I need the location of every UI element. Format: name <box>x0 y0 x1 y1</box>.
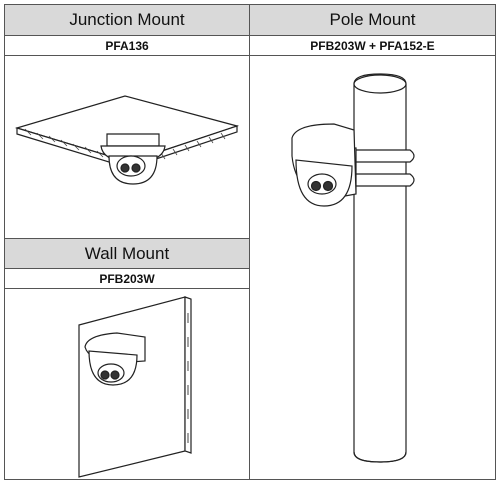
pole-mount-header: Pole Mount <box>249 4 496 36</box>
wall-mount-model-text: PFB203W <box>99 271 155 286</box>
junction-mount-illustration <box>4 55 250 239</box>
junction-mount-model-text: PFA136 <box>105 38 149 53</box>
junction-camera <box>100 133 166 185</box>
wall-panel <box>78 296 192 478</box>
wall-mount-header: Wall Mount <box>4 238 250 269</box>
wall-mount-title: Wall Mount <box>84 243 170 263</box>
wall-mount-illustration <box>4 288 250 480</box>
pole-mount-model: PFB203W + PFA152-E <box>249 35 496 56</box>
pole <box>353 73 407 463</box>
wall-camera <box>84 332 146 386</box>
junction-mount-model: PFA136 <box>4 35 250 56</box>
junction-mount-title: Junction Mount <box>69 10 185 29</box>
pole-camera <box>291 123 357 207</box>
pole-mount-title: Pole Mount <box>329 10 416 29</box>
wall-mount-model: PFB203W <box>4 268 250 289</box>
junction-mount-header: Junction Mount <box>4 4 250 36</box>
pole-mount-illustration <box>249 55 496 480</box>
pole-mount-model-text: PFB203W + PFA152-E <box>310 38 435 53</box>
